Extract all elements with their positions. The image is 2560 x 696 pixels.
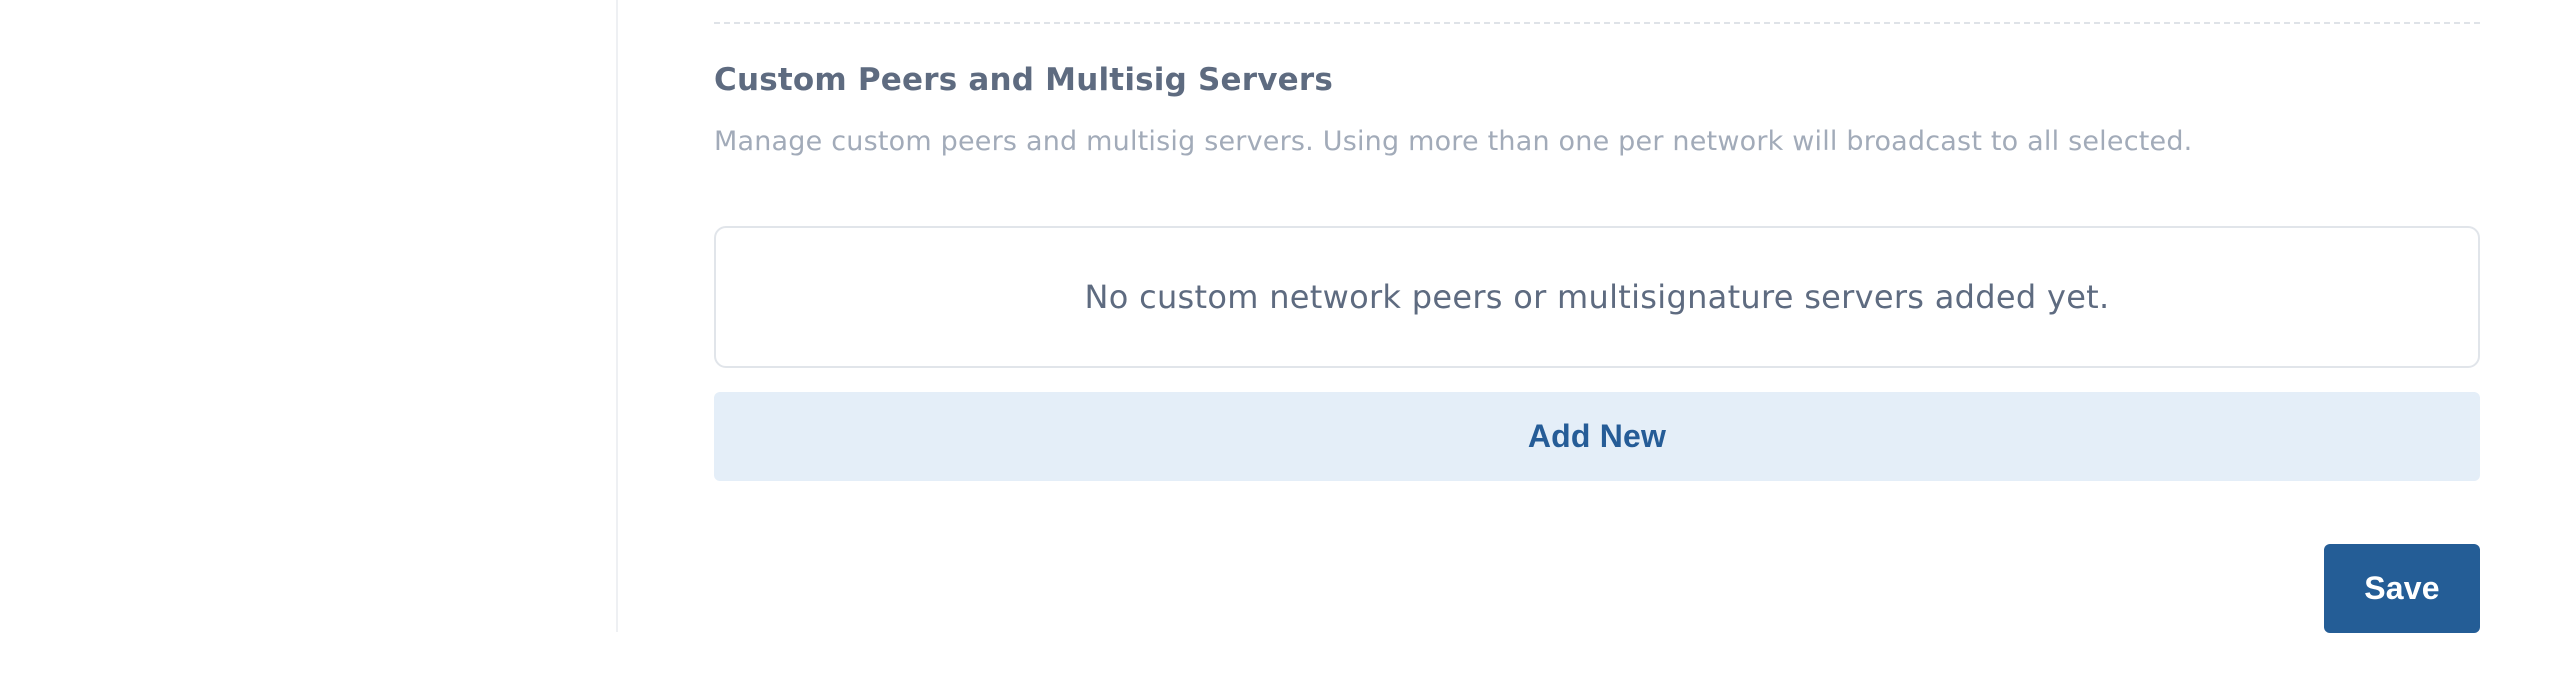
section-description: Manage custom peers and multisig servers…: [714, 126, 2193, 157]
add-new-button[interactable]: Add New: [714, 392, 2480, 481]
empty-state-message: No custom network peers or multisignatur…: [1084, 278, 2110, 316]
save-label: Save: [2364, 570, 2440, 606]
section-divider: [714, 22, 2480, 24]
sidebar-divider: [616, 0, 618, 632]
save-button[interactable]: Save: [2324, 544, 2480, 633]
add-new-label: Add New: [1527, 418, 1667, 454]
peers-empty-state: No custom network peers or multisignatur…: [714, 226, 2480, 368]
section-title: Custom Peers and Multisig Servers: [714, 62, 1334, 98]
